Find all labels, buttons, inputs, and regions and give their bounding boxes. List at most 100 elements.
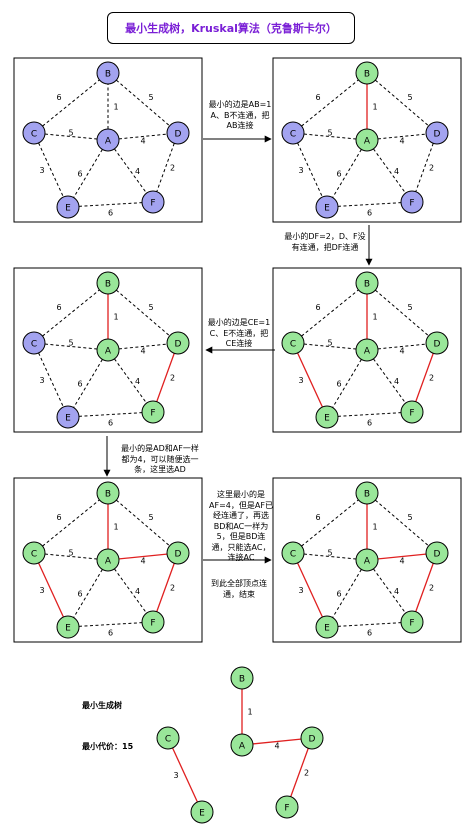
node-label-b: B bbox=[364, 490, 370, 500]
node-c bbox=[22, 541, 46, 565]
edge-a-f bbox=[107, 349, 154, 413]
step-panel-1 bbox=[13, 57, 203, 223]
edge-weight-e-f: 6 bbox=[108, 629, 113, 638]
edge-d-f bbox=[411, 132, 438, 203]
edge-c-e bbox=[33, 342, 69, 418]
node-b bbox=[96, 61, 120, 85]
edge-weight-b-d: 5 bbox=[407, 513, 412, 522]
edge-weight-a-e: 6 bbox=[77, 590, 82, 599]
edge-weight-a-b: 1 bbox=[372, 313, 377, 322]
edge-a-d bbox=[241, 737, 313, 746]
edge-a-e bbox=[67, 139, 109, 208]
edge-weight-a-b: 1 bbox=[247, 708, 252, 717]
edge-weight-c-e: 3 bbox=[298, 376, 303, 385]
edge-weight-c-a: 5 bbox=[327, 339, 332, 348]
node-label-a: A bbox=[105, 347, 112, 357]
edge-weight-c-a: 5 bbox=[327, 129, 332, 138]
edge-weight-c-a: 5 bbox=[68, 549, 73, 558]
edge-a-e bbox=[326, 349, 368, 418]
edge-weight-e-f: 6 bbox=[108, 209, 113, 218]
edge-weight-e-f: 6 bbox=[367, 209, 372, 218]
node-e bbox=[315, 615, 339, 639]
edge-c-a bbox=[292, 552, 368, 561]
node-e bbox=[56, 405, 80, 429]
note-step4: 最小的是AD和AF一样 都为4，可以随便选一 条，这里选AD bbox=[121, 444, 199, 474]
node-label-a: A bbox=[239, 742, 246, 752]
edge-a-d bbox=[366, 552, 438, 561]
edge-a-d bbox=[107, 132, 179, 141]
edge-a-e bbox=[326, 559, 368, 628]
edge-b-d bbox=[366, 282, 438, 344]
edge-weight-a-d: 4 bbox=[399, 137, 404, 146]
edge-weight-e-f: 6 bbox=[367, 419, 372, 428]
edge-weight-a-e: 6 bbox=[336, 170, 341, 179]
edge-a-f bbox=[366, 349, 413, 413]
edge-a-f bbox=[107, 559, 154, 623]
edge-c-e bbox=[292, 342, 328, 418]
edge-weight-c-e: 3 bbox=[39, 586, 44, 595]
edge-weight-d-f: 2 bbox=[170, 164, 175, 173]
node-c bbox=[281, 121, 305, 145]
edge-d-f bbox=[411, 552, 438, 623]
edge-weight-a-f: 4 bbox=[394, 587, 399, 596]
edge-c-a bbox=[33, 132, 109, 141]
edge-c-b bbox=[33, 282, 109, 344]
node-label-a: A bbox=[364, 137, 371, 147]
edge-d-f bbox=[152, 342, 179, 413]
edge-weight-a-e: 6 bbox=[336, 380, 341, 389]
step-panel-5 bbox=[13, 477, 203, 643]
node-label-b: B bbox=[105, 70, 111, 80]
edge-weight-c-e: 3 bbox=[173, 771, 178, 780]
edge-e-f bbox=[67, 411, 154, 418]
edge-weight-c-b: 6 bbox=[56, 513, 61, 522]
node-label-f: F bbox=[150, 619, 155, 629]
edge-c-b bbox=[292, 492, 368, 554]
node-f bbox=[141, 610, 165, 634]
node-c bbox=[22, 331, 46, 355]
edge-c-b bbox=[292, 72, 368, 134]
node-c bbox=[281, 541, 305, 565]
edge-c-a bbox=[292, 132, 368, 141]
edge-weight-c-e: 3 bbox=[298, 166, 303, 175]
edge-weight-d-f: 2 bbox=[304, 769, 309, 778]
note-step1: 最小的边是AB=1 A、B不连通，把 AB连接 bbox=[208, 100, 272, 130]
edge-weight-e-f: 6 bbox=[108, 419, 113, 428]
node-b bbox=[355, 271, 379, 295]
edge-c-b bbox=[33, 72, 109, 134]
node-a bbox=[355, 128, 379, 152]
edge-weight-a-b: 1 bbox=[113, 313, 118, 322]
edge-b-d bbox=[107, 72, 179, 134]
node-label-f: F bbox=[409, 409, 414, 419]
edge-a-f bbox=[366, 559, 413, 623]
note-step6: 到此全部顶点连 通，结束 bbox=[211, 579, 267, 599]
edge-weight-a-e: 6 bbox=[77, 170, 82, 179]
node-f bbox=[141, 190, 165, 214]
edge-weight-c-e: 3 bbox=[39, 376, 44, 385]
node-b bbox=[355, 61, 379, 85]
edge-a-d bbox=[366, 132, 438, 141]
summary-label: 最小生成树 bbox=[82, 701, 122, 710]
edge-weight-c-b: 6 bbox=[315, 513, 320, 522]
node-label-d: D bbox=[309, 735, 316, 745]
node-label-e: E bbox=[324, 204, 330, 214]
edge-a-d bbox=[366, 342, 438, 351]
node-d bbox=[166, 541, 190, 565]
note-step5: 这里最小的是 AF=4，但是AF已 经连通了，再选 BD和AC一样为 5，但是B… bbox=[209, 490, 273, 562]
edge-weight-a-f: 4 bbox=[394, 167, 399, 176]
edge-a-f bbox=[366, 139, 413, 203]
node-a bbox=[355, 548, 379, 572]
edge-d-f bbox=[152, 552, 179, 623]
edge-a-f bbox=[107, 139, 154, 203]
node-label-c: C bbox=[31, 130, 37, 140]
node-label-f: F bbox=[409, 619, 414, 629]
edge-weight-c-a: 5 bbox=[68, 339, 73, 348]
edge-weight-b-d: 5 bbox=[148, 93, 153, 102]
node-label-a: A bbox=[105, 557, 112, 567]
step-panel-2 bbox=[272, 57, 462, 223]
edge-weight-d-f: 2 bbox=[429, 164, 434, 173]
edge-weight-a-b: 1 bbox=[372, 523, 377, 532]
